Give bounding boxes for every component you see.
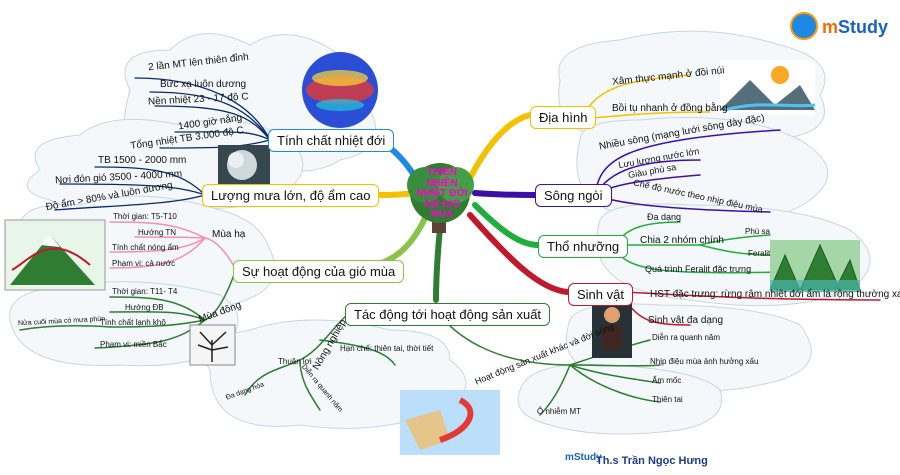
node-gio-mua[interactable]: Sự hoạt động của gió mùa [233, 260, 405, 283]
leaf-tho-nhuong: Feralit [748, 249, 771, 258]
node-song-ngoi[interactable]: Sông ngòi [535, 184, 612, 207]
leaf-hd-khac: Diễn ra quanh năm [652, 333, 721, 342]
line-tho-nhuong [472, 202, 541, 248]
mstudy-logo-text: mStudy [822, 17, 889, 37]
cloud-storm-image [218, 145, 270, 185]
leaf-tho-nhuong: Quá trình Feralit đặc trưng [645, 264, 752, 274]
center-tree-icon [407, 163, 474, 233]
leaf-luong-mua: TB 1500 - 2000 mm [98, 155, 187, 166]
leaf-mua-dong: Thời gian: T11- T4 [112, 287, 178, 296]
leaf-han-che: Hạn chế: thiên tai, thời tiết [340, 344, 434, 353]
mountain-chart-image [4, 219, 106, 291]
leaf-mua-ha: Tính chất nóng ẩm [112, 243, 179, 252]
leaf-mua-ha: Thời gian: T5-T10 [113, 212, 177, 221]
center-title: THIÊN NHIÊN NHIỆT ĐỚI ẨM GIÓ MÙA [410, 167, 474, 221]
leaf-thuan-loi: Thuận lợi [278, 357, 312, 366]
leaf-mua-ha: Phạm vi: cả nước [112, 259, 176, 268]
leaf-hd-khac: Nhịp điệu mùa ảnh hưởng xấu [650, 357, 759, 366]
line-dia-hinh [467, 112, 533, 181]
node-tinh-chat-nhiet-doi[interactable]: Tính chất nhiệt đới [268, 129, 395, 152]
center-title-line: NHIÊN [426, 177, 458, 189]
center-title-line: NHIỆT ĐỚI [416, 188, 468, 199]
leaf-hd-khac: Ẩm mốc [652, 376, 682, 385]
karst-landscape-image [769, 240, 861, 292]
leaf-sinh-vat: Sinh vật đa dạng [648, 315, 724, 326]
typhoon-map-image [400, 390, 500, 455]
mstudy-logo: mStudy [790, 10, 890, 44]
leaf-hd-khac: Thiên tai [652, 395, 683, 404]
line-tac-dong [433, 225, 443, 303]
landscape-image [720, 60, 816, 115]
line-sinh-vat [467, 212, 571, 295]
center-title-line: MÙA [430, 209, 454, 220]
line-song-ngoi [472, 190, 538, 198]
leaf-mua-dong: Tính chất lạnh khô [100, 318, 166, 327]
branch-lines [19, 74, 881, 416]
node-dia-hinh[interactable]: Địa hình [530, 106, 597, 129]
author-signature: Th.s Trần Ngọc Hưng [596, 455, 708, 467]
leaf-mua-dong: Phạm vi: miền Bắc [100, 340, 167, 349]
node-mua-ha: Mùa hạ [212, 229, 246, 240]
leaf-mua-dong: Hướng ĐB [125, 303, 164, 312]
node-tho-nhuong[interactable]: Thổ nhưỡng [538, 235, 629, 258]
leaf-sinh-vat: HST đặc trưng: rừng rậm nhiệt đới ẩm lá … [650, 289, 900, 300]
leaf-dia-hinh: Bồi tụ nhanh ở đồng bằng [612, 103, 728, 114]
monkey-image [592, 300, 632, 358]
winter-tree-image [189, 324, 236, 366]
leaf-hd-khac: Ô nhiễm MT [537, 407, 582, 416]
globe-heatmap-image [302, 52, 378, 128]
node-tac-dong[interactable]: Tác động tới hoạt động sản xuất [345, 303, 551, 326]
node-sinh-vat[interactable]: Sinh vật [568, 283, 633, 306]
center-title-line: ẨM GIÓ [423, 198, 461, 210]
leaf-tinh-chat: Bức xạ luôn dương [160, 79, 247, 90]
footer-mstudy-logo: mStudy [565, 452, 602, 463]
leaf-mua-ha: Hướng TN [138, 228, 177, 237]
leaf-tho-nhuong: Phù sa [745, 227, 770, 236]
leaf-tho-nhuong: Đa dạng [647, 212, 682, 222]
center-title-line: THIÊN [427, 167, 457, 178]
leaf-tho-nhuong: Chia 2 nhóm chính [640, 235, 724, 246]
mstudy-logo-icon [790, 12, 818, 40]
node-luong-mua[interactable]: Lượng mưa lớn, độ ẩm cao [202, 184, 380, 207]
